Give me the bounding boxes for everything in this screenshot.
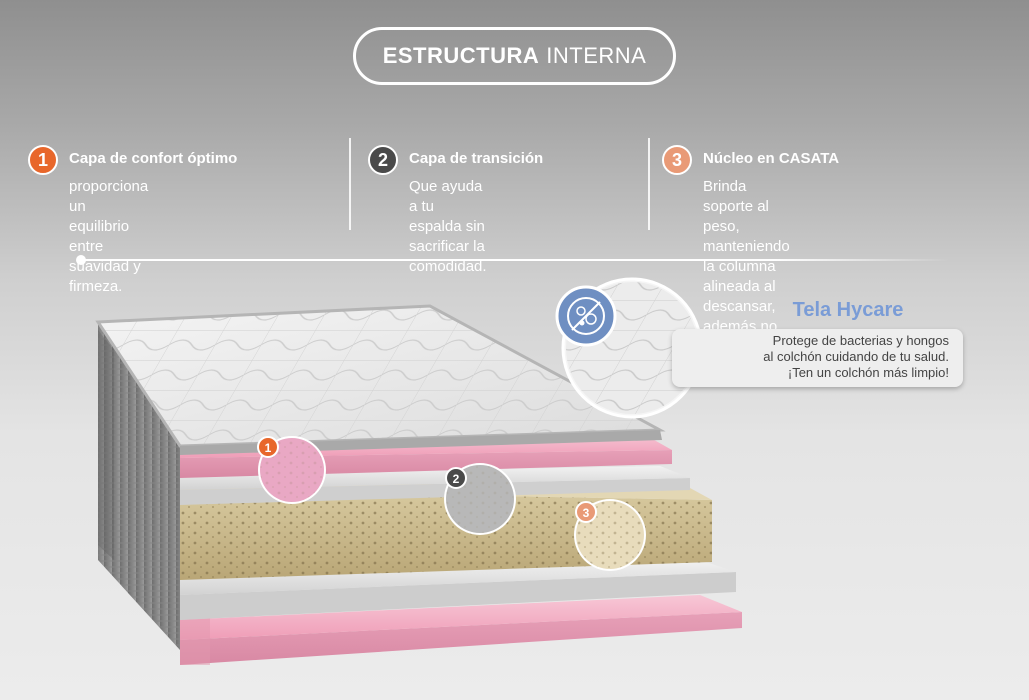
feature-desc-line: Que ayuda a tu espalda sin [409, 178, 485, 235]
number-badge-2: 2 [368, 145, 398, 175]
tela-title: Tela Hycare [792, 299, 904, 321]
tela-line: ¡Ten un colchón más limpio! [787, 365, 949, 380]
tela-line: Protege de bacterias y hongos [772, 333, 949, 348]
feature-title-1: Capa de confort óptimo [69, 150, 238, 167]
feature-desc-line: proporciona un equilibrio entre [69, 178, 149, 255]
antibacterial-shield-icon [555, 285, 617, 347]
feature-title-2: Capa de transición [409, 150, 544, 167]
number-badge-3: 3 [662, 145, 692, 175]
divider [648, 138, 650, 230]
feature-desc-line: Brinda soporte al peso, manteniendo [703, 178, 790, 255]
feature-desc-line: sacrificar la comodidad. [409, 238, 487, 275]
separator-line [80, 259, 950, 261]
feature-desc-line: suavidad y firmeza. [69, 258, 141, 295]
tela-description: Protege de bacterias y hongos al colchón… [672, 329, 963, 387]
separator-dot [76, 255, 86, 265]
feature-desc-line: la columna alineada al descansar, [703, 258, 776, 315]
divider [349, 138, 351, 230]
title-rest: INTERNA [546, 43, 647, 68]
tela-line: al colchón cuidando de tu salud. [763, 349, 949, 364]
svg-text:3: 3 [583, 506, 590, 520]
svg-text:1: 1 [265, 441, 272, 455]
feature-desc-2: Que ayuda a tu espalda sin sacrificar la… [409, 177, 487, 277]
number-badge-1: 1 [28, 145, 58, 175]
mattress-side [98, 322, 180, 650]
feature-title-3: Núcleo en CASATA [703, 150, 840, 167]
feature-desc-1: proporciona un equilibrio entre suavidad… [69, 177, 148, 297]
title-bold: ESTRUCTURA [382, 43, 540, 68]
page-title: ESTRUCTURA INTERNA [353, 27, 676, 85]
svg-text:2: 2 [453, 472, 460, 486]
